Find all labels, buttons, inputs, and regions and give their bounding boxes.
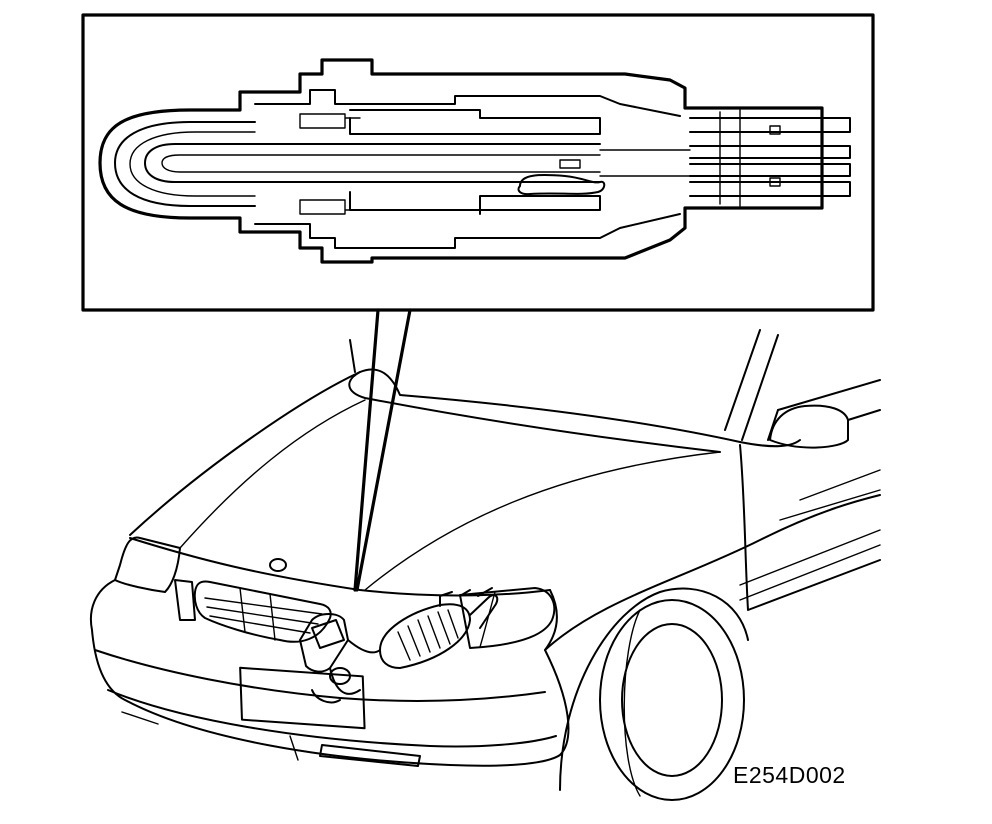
body-crease (739, 529, 881, 601)
threaded-body-lower (254, 213, 681, 249)
grille-vertical (239, 587, 276, 641)
front-bumper (90, 579, 570, 767)
window-line (777, 379, 881, 421)
front-fender (544, 494, 881, 651)
center-grille-badge (174, 579, 196, 621)
bumper-vent-left (121, 711, 299, 761)
contact-block (559, 159, 581, 169)
front-rim (621, 623, 723, 777)
grille-slats (204, 597, 323, 634)
oxygen-sensor-mounted (311, 619, 345, 649)
threaded-body-upper (254, 89, 681, 117)
contact-spring (517, 174, 606, 196)
door-line (739, 444, 881, 611)
catalytic-converter (379, 603, 471, 669)
grille-outline (193, 580, 332, 643)
car-front-view (90, 329, 881, 801)
converter-ribs (397, 609, 459, 661)
wheel-arch (559, 587, 749, 791)
sensor-detail-inset (81, 13, 875, 592)
oxygen-sensor-cross-section (98, 58, 851, 264)
headlight-inner-line (479, 591, 496, 648)
side-mirror (769, 404, 849, 449)
bumper-strip (94, 649, 546, 702)
door-crease (779, 469, 881, 521)
hood-crease (348, 371, 721, 453)
fog-light-slot (319, 744, 421, 767)
sensor-location-under-hood (299, 587, 499, 704)
callout-leader-lines (353, 308, 412, 592)
internal-sleeve-lower (349, 191, 601, 215)
sensing-element-core (161, 154, 601, 173)
internal-sleeve-upper (349, 109, 601, 135)
exhaust-pipe (439, 587, 499, 629)
washer-nozzle (269, 558, 287, 572)
figure-code: E254D002 (733, 762, 846, 788)
license-plate-area (239, 666, 366, 730)
inset-frame (81, 13, 875, 312)
windshield-pillar (349, 329, 779, 441)
tire-tread-edge (623, 609, 641, 797)
hood-leading-edge (129, 537, 551, 597)
connector-wires (599, 109, 851, 207)
sensor-housing-outline (98, 58, 824, 264)
left-headlight (114, 536, 181, 593)
bumper-lower-lip (107, 689, 557, 748)
hood-line-left (179, 399, 366, 549)
front-tire (599, 599, 745, 801)
right-headlight (459, 587, 556, 649)
sensor-plug (329, 667, 351, 685)
hex-nut-upper (299, 113, 361, 129)
protective-tube-inner (129, 131, 256, 197)
protective-tube (114, 121, 256, 207)
sensing-element (144, 143, 601, 183)
hood-line-right (364, 451, 721, 591)
hood-outline (129, 368, 801, 536)
